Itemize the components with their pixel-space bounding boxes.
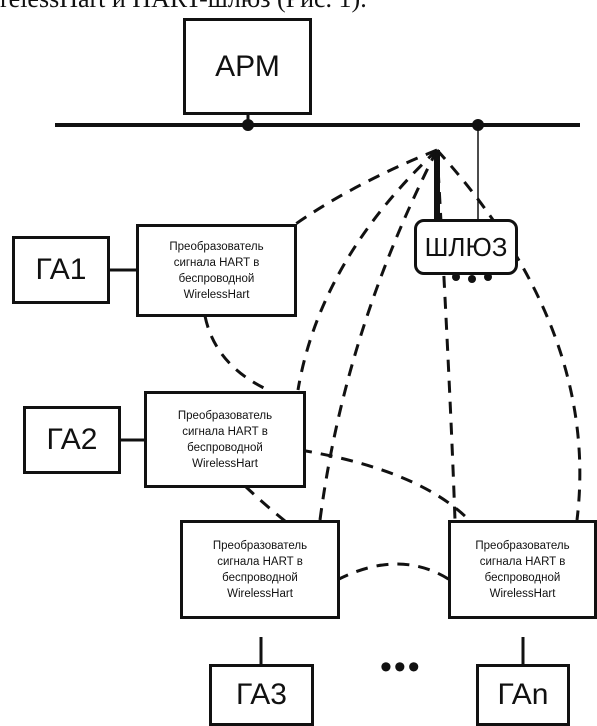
ellipsis-more-devices: ••• [380,648,422,686]
ga2-label: ГА2 [46,423,98,456]
wireless-link-c3 [318,149,439,521]
arm-label: АРМ [215,49,280,83]
gan-box: ГАn [476,664,570,726]
wireless-link-c1 [289,148,438,230]
ga1-label: ГА1 [35,253,87,286]
converter-box-3: Преобразователь сигнала HART в беспровод… [180,520,340,619]
ga2-box: ГА2 [23,406,121,474]
mesh-link-c1-c2 [203,315,269,392]
ga3-label: ГА3 [236,678,287,711]
mesh-link-c2-c3 [243,484,286,523]
converter-box-2: Преобразователь сигнала HART в беспровод… [144,391,306,488]
cropped-header-text: relessHart и HART-шлюз (Рис. 1). [0,0,597,14]
gateway-label: ШЛЮЗ [424,231,508,262]
gan-label: ГАn [497,678,549,711]
wireless-link-c2 [296,148,439,391]
gateway-box: ШЛЮЗ [414,219,518,275]
converter-box-4: Преобразователь сигнала HART в беспровод… [448,520,597,619]
converter-box-1: Преобразователь сигнала HART в беспровод… [136,224,297,317]
ga3-box: ГА3 [209,664,314,726]
arm-workstation-box: АРМ [183,18,312,115]
mesh-link-c2-c4 [299,448,472,523]
wireless-link-right [435,148,582,521]
mesh-link-c3-c4 [336,562,451,582]
ga1-box: ГА1 [12,236,110,304]
